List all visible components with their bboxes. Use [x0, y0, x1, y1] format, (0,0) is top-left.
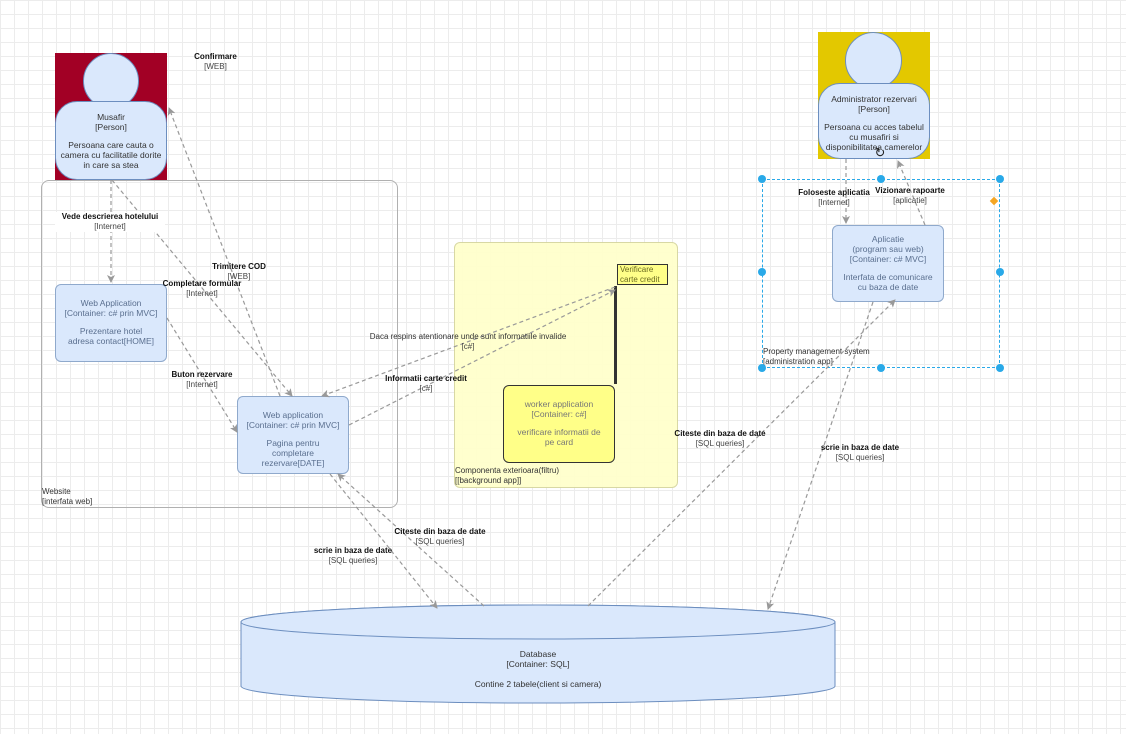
edge-trimitere-cod — [111, 179, 293, 397]
edge-citeste-left — [337, 473, 485, 607]
aplicatie-name: Aplicatie — [871, 234, 905, 244]
pms-subtitle: [administration app] — [763, 357, 833, 366]
worker-name: worker application — [524, 399, 594, 409]
resize-handle-se[interactable] — [996, 364, 1004, 372]
aplicatie-subname: (program sau web) — [852, 244, 924, 254]
web-app-rezervare-name: Web application — [262, 410, 324, 420]
edge-scrie-right — [766, 301, 874, 610]
rotate-handle-icon[interactable]: ↻ — [874, 145, 886, 160]
website-boundary[interactable] — [41, 180, 398, 508]
resize-handle-w[interactable] — [758, 268, 766, 276]
aplicatie-container[interactable]: Aplicatie (program sau web) [Container: … — [832, 225, 944, 302]
pms-title: Property management system — [763, 347, 870, 356]
database-name: Database — [519, 649, 557, 659]
label-daca-respins: Daca respins atentionare unde sunt infor… — [369, 332, 567, 351]
website-title: Website — [42, 487, 71, 496]
label-buton-rezervare: Buton rezervare[Internet] — [171, 370, 233, 389]
edge-scrie-left — [329, 473, 438, 609]
verificare-note[interactable]: Verificare carte credit — [617, 264, 668, 285]
pms-boundary-title: Property management system [administrati… — [763, 347, 870, 367]
label-informatii-carte: Informatii carte credit[c#] — [385, 374, 467, 393]
label-scrie-right: scrie in baza de date[SQL queries] — [820, 443, 900, 462]
musafir-type: [Person] — [95, 122, 127, 132]
worker-application[interactable]: worker application [Container: c#] verif… — [503, 385, 615, 463]
label-completare-formular: Completare formular[Internet] — [162, 279, 242, 298]
label-foloseste: Foloseste aplicatia[Internet] — [798, 188, 870, 207]
aplicatie-description: Interfata de comunicare cu baza de date — [843, 272, 933, 292]
edge-confirmare — [167, 107, 281, 397]
lifeline-bar — [614, 286, 617, 384]
edge-buton-rezervare — [166, 317, 238, 433]
admin-name: Administrator rezervari — [831, 94, 917, 104]
label-trimitere-cod: Trimitere COD[WEB] — [212, 262, 266, 281]
web-app-rezervare-type: [Container: c# prin MVC] — [246, 420, 340, 430]
web-app-rezervare[interactable]: Web application [Container: c# prin MVC]… — [237, 396, 349, 474]
web-app-home[interactable]: Web Application [Container: c# prin MVC]… — [55, 284, 167, 362]
edge-vizionare — [897, 160, 926, 226]
edge-citeste-right — [587, 299, 896, 607]
resize-handle-nw[interactable] — [758, 175, 766, 183]
database-cylinder[interactable] — [240, 604, 838, 706]
admin-description: Persoana cu acces tabelul cu musafiri si… — [824, 122, 924, 152]
database-text: Database [Container: SQL] Contine 2 tabe… — [240, 649, 836, 689]
musafir-body: Musafir [Person] Persoana care cauta o c… — [55, 101, 167, 180]
admin-type: [Person] — [858, 104, 890, 114]
label-citeste-right: Citeste din baza de date[SQL queries] — [674, 429, 766, 448]
musafir-name: Musafir — [97, 112, 125, 122]
external-subtitle: [[background app]] — [455, 476, 522, 485]
label-vizionare: Vizionare rapoarte[aplicatie] — [875, 186, 945, 205]
label-scrie-left: scrie in baza de date[SQL queries] — [313, 546, 393, 565]
resize-handle-n[interactable] — [877, 175, 885, 183]
musafir-head — [83, 53, 139, 109]
label-confirmare: Confirmare[WEB] — [194, 52, 237, 71]
admin-head — [845, 32, 902, 89]
label-citeste-left: Citeste din baza de date[SQL queries] — [394, 527, 486, 546]
verificare-text: Verificare carte credit — [620, 265, 660, 284]
admin-person[interactable]: Administrator rezervari [Person] Persoan… — [818, 32, 930, 159]
edge-daca-respins — [321, 286, 616, 398]
resize-handle-sw[interactable] — [758, 364, 766, 372]
worker-type: [Container: c#] — [531, 409, 587, 419]
resize-handle-e[interactable] — [996, 268, 1004, 276]
musafir-person[interactable]: Musafir [Person] Persoana care cauta o c… — [55, 53, 167, 180]
web-app-home-description: Prezentare hotel adresa contact[HOME] — [68, 326, 154, 346]
edge-informatii-carte — [348, 289, 616, 426]
website-subtitle: [interfata web] — [42, 497, 93, 506]
external-title: Componenta exterioara(filtru) — [455, 466, 560, 475]
resize-handle-ne[interactable] — [996, 175, 1004, 183]
database-description: Contine 2 tabele(client si camera) — [474, 679, 602, 689]
worker-description: verificare informatii de pe card — [517, 427, 601, 447]
database-type: [Container: SQL] — [506, 659, 570, 669]
admin-body: Administrator rezervari [Person] Persoan… — [818, 83, 930, 159]
musafir-description: Persoana care cauta o camera cu facilita… — [60, 140, 162, 170]
web-app-home-name: Web Application — [80, 298, 142, 308]
resize-handle-s[interactable] — [877, 364, 885, 372]
web-app-home-type: [Container: c# prin MVC] — [64, 308, 158, 318]
external-component-title: Componenta exterioara(filtru) [[backgrou… — [455, 466, 559, 486]
aplicatie-type: [Container: c# MVC] — [849, 254, 927, 264]
website-boundary-title: Website [interfata web] — [42, 487, 92, 507]
label-vede-descrierea: Vede descrierea hotelului[Internet] — [55, 212, 165, 232]
web-app-rezervare-description: Pagina pentru completare rezervare[DATE] — [261, 438, 325, 468]
